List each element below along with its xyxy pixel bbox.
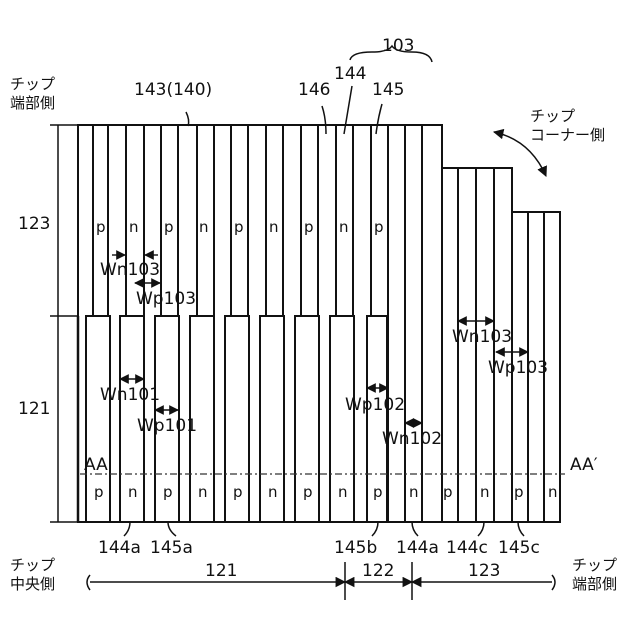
pn-label: n [338, 483, 348, 501]
pn-label: p [374, 218, 384, 236]
ref-146: 146 [298, 80, 330, 100]
axis-122: 122 [362, 561, 394, 581]
pn-label: n [128, 483, 138, 501]
dim-wn103-b: Wn103 [452, 327, 512, 347]
pn-label: n [268, 483, 278, 501]
top-left-label-1: チップ [10, 75, 55, 93]
bottom-right-label-2: 端部側 [572, 575, 617, 593]
dim-wp103-a: Wp103 [136, 289, 196, 309]
top-right-label-2: コーナー側 [530, 126, 605, 144]
pn-label: n [480, 483, 490, 501]
pn-label: p [443, 483, 453, 501]
dim-wn102: Wn102 [382, 429, 442, 449]
upper-pn-labels: p n p n p n p n p [96, 218, 384, 236]
ref-145: 145 [372, 80, 404, 100]
pn-label: p [304, 218, 314, 236]
ref-145b: 145b [334, 538, 377, 558]
dim-wn103-a: Wn103 [100, 260, 160, 280]
top-left-label-2: 端部側 [10, 94, 55, 112]
axis-123: 123 [468, 561, 500, 581]
pn-label: p [303, 483, 313, 501]
pn-label: n [339, 218, 349, 236]
ref-144a-2: 144a [396, 538, 439, 558]
pn-label: p [234, 218, 244, 236]
pn-label: n [198, 483, 208, 501]
pn-label: n [199, 218, 209, 236]
bottom-right-label-1: チップ [572, 556, 617, 574]
pn-label: n [409, 483, 419, 501]
dim-wp101: Wp101 [137, 416, 197, 436]
pn-label: n [269, 218, 279, 236]
lower-pn-labels: p n p n p n p n p n p n p n [94, 483, 558, 501]
ref-145c: 145c [498, 538, 540, 558]
ref-144: 144 [334, 64, 366, 84]
structure [50, 125, 560, 522]
dim-wn101: Wn101 [100, 385, 160, 405]
pn-label: n [129, 218, 139, 236]
top-right-label-1: チップ [530, 107, 575, 125]
region-123-label: 123 [18, 214, 50, 234]
ref-145a: 145a [150, 538, 193, 558]
pn-label: p [373, 483, 383, 501]
section-aa-label: AA [84, 455, 108, 475]
pn-label: p [163, 483, 173, 501]
region-121-label: 121 [18, 399, 50, 419]
pn-label: p [164, 218, 174, 236]
axis-121: 121 [205, 561, 237, 581]
pn-label: p [96, 218, 106, 236]
ref-103: 103 [382, 36, 414, 56]
dim-wp103-b: Wp103 [488, 358, 548, 378]
ref-143: 143(140) [134, 80, 212, 100]
pn-label: p [233, 483, 243, 501]
section-aa-prime-label: AA′ [570, 455, 598, 475]
pn-label: p [94, 483, 104, 501]
ref-144a-1: 144a [98, 538, 141, 558]
pn-label: n [548, 483, 558, 501]
dim-wp102: Wp102 [345, 395, 405, 415]
bottom-left-label-1: チップ [10, 556, 55, 574]
bottom-left-label-2: 中央側 [10, 575, 55, 593]
pn-label: p [514, 483, 524, 501]
ref-144c: 144c [446, 538, 488, 558]
